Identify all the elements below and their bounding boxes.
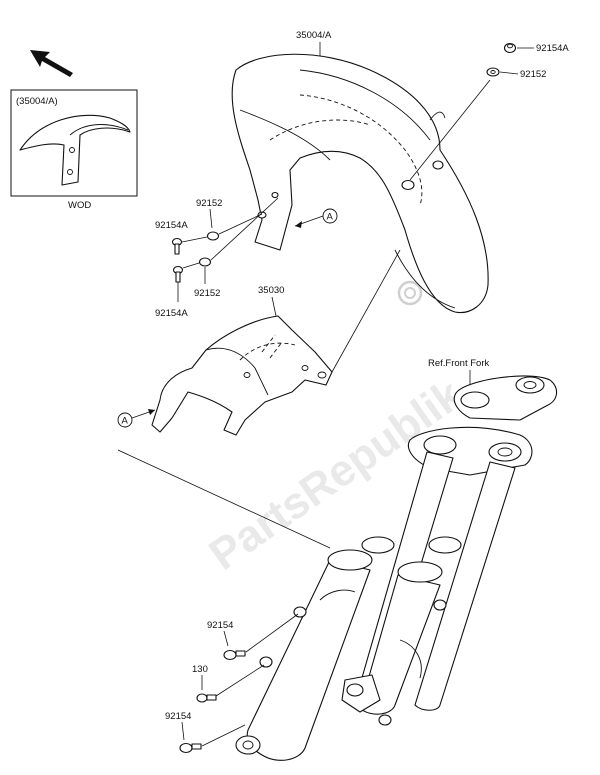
- cover-label: 35030: [258, 285, 284, 296]
- washer-92152-icon: [486, 67, 500, 77]
- front-fender: [231, 53, 489, 314]
- washer-left-top-icon: [206, 231, 220, 241]
- nut-a-top-label: 92154A: [536, 43, 569, 54]
- ref-a-fender-label: A: [327, 212, 334, 223]
- inset-note-label: WOD: [68, 200, 91, 211]
- fender-top-fasteners: 35004/A 92154A 92152: [296, 30, 569, 181]
- ref-a-cover: A: [117, 409, 156, 428]
- washer-left-top-label: 92152: [196, 198, 222, 209]
- inset-box: (35004/A) WOD: [10, 89, 138, 211]
- bolt-fork-top-label: 92154: [207, 620, 233, 631]
- fender-cover: 35030: [151, 249, 401, 436]
- bolt-fork-mid-label: 130: [192, 664, 208, 675]
- bolt-left-top-icon: [171, 237, 183, 255]
- nut-92154a-icon: [503, 42, 517, 54]
- inset-fender-label: (35004/A): [16, 96, 58, 107]
- ref-a-cover-label: A: [122, 416, 129, 427]
- bolt-fork-top-icon: [223, 649, 246, 661]
- watermark-gear-icon: [397, 280, 423, 306]
- bolt-left-bottom-label: 92154A: [155, 308, 188, 319]
- direction-arrow-icon: [30, 50, 73, 77]
- washer-left-bottom-label: 92152: [194, 288, 220, 299]
- bolt-fork-bottom-label: 92154: [165, 711, 191, 722]
- bolt-left-top-label: 92154A: [155, 220, 188, 231]
- bolt-left-bottom-icon: [172, 265, 184, 283]
- bolt-fork-bottom-icon: [179, 742, 202, 754]
- bolt-fork-mid-icon: [196, 693, 217, 703]
- main-fender-label: 35004/A: [296, 30, 332, 41]
- fork-fasteners: 92154 130 92154: [165, 613, 299, 754]
- ref-fork-label: Ref.Front Fork: [428, 358, 489, 369]
- washer-left-bottom-icon: [198, 257, 212, 267]
- washer-top-label: 92152: [520, 69, 546, 80]
- front-fork: Ref.Front Fork: [235, 358, 558, 761]
- ref-a-fender: A: [294, 208, 338, 228]
- fender-left-fasteners: 92152 92154A 92152 92154A: [155, 197, 279, 319]
